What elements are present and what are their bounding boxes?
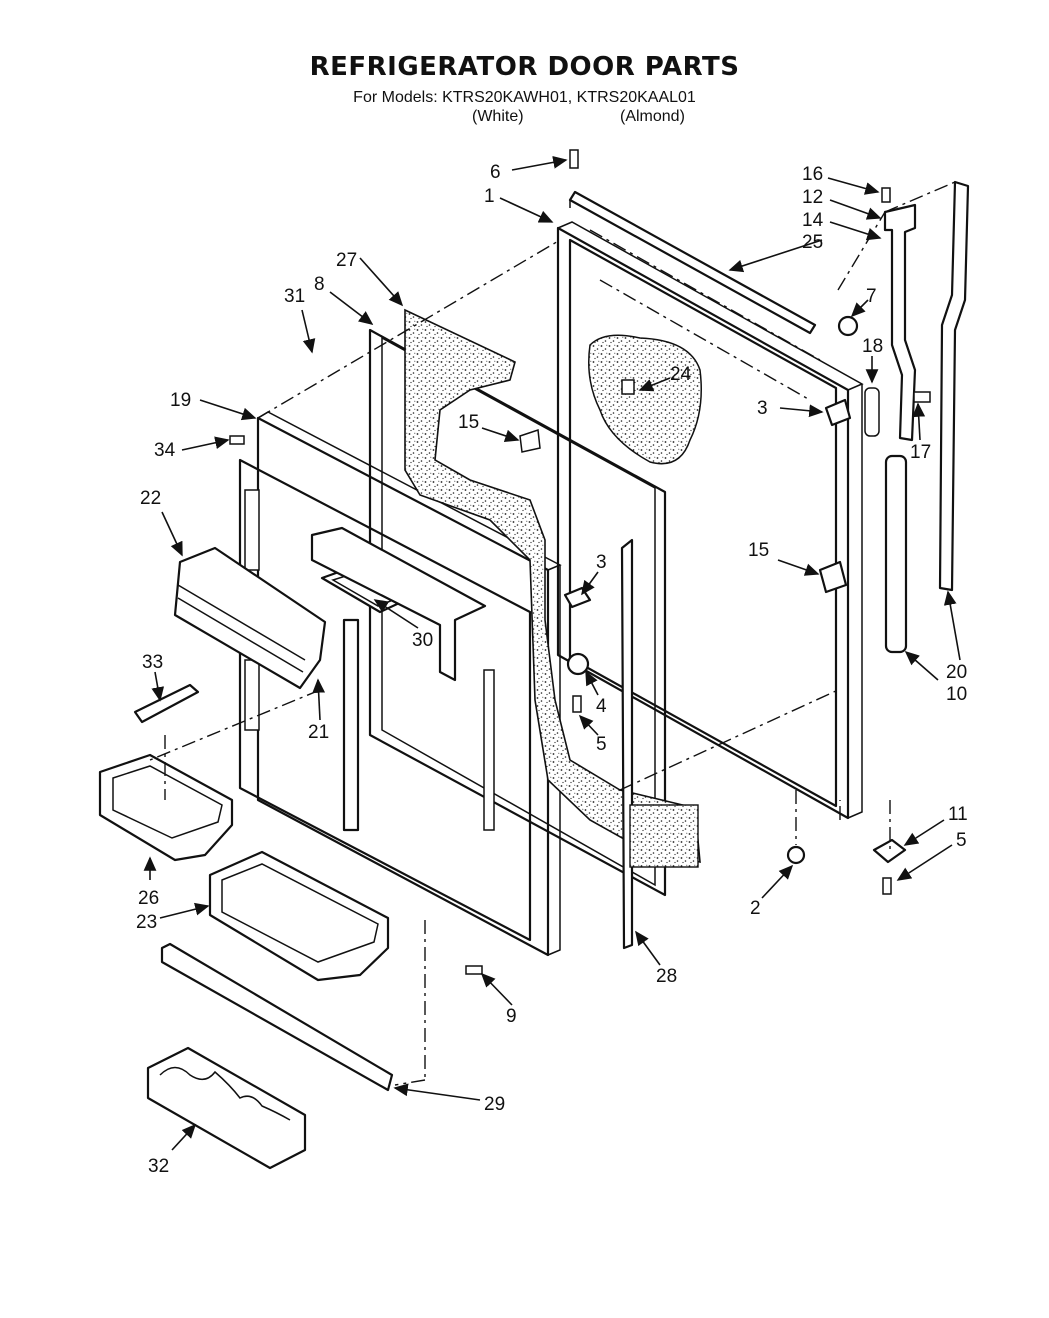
variant-white: (White) — [472, 108, 524, 125]
variant-almond: (Almond) — [620, 108, 685, 125]
callout-24: 24 — [670, 364, 692, 385]
panel-insulation-cutaway — [588, 334, 702, 465]
hinge-plate-15 — [818, 560, 848, 594]
callout-25: 25 — [802, 232, 823, 253]
callout-27: 27 — [336, 250, 357, 271]
callout-5-right: 5 — [956, 830, 967, 851]
egg-tray — [146, 1046, 307, 1170]
door-top-cap — [568, 190, 821, 361]
models-line: For Models: KTRS20KAWH01, KTRS20KAAL01 — [353, 89, 696, 106]
shelf-rails — [244, 489, 495, 832]
callout-21: 21 — [308, 722, 329, 743]
clip-15 — [519, 428, 541, 453]
callout-9: 9 — [506, 1006, 517, 1027]
callout-20: 20 — [946, 662, 967, 683]
hinge-11 — [872, 838, 907, 864]
callout-5-center: 5 — [596, 734, 607, 755]
door-bin-small — [98, 753, 234, 862]
callout-32: 32 — [148, 1156, 169, 1177]
callout-31: 31 — [284, 286, 305, 307]
callout-28: 28 — [656, 966, 677, 987]
callout-34: 34 — [154, 440, 176, 461]
callout-arrows — [143, 156, 961, 1151]
screw-6 — [569, 149, 579, 169]
callout-10: 10 — [946, 684, 967, 705]
handle-insert — [884, 454, 908, 654]
callout-33: 33 — [142, 652, 163, 673]
screw-34 — [229, 435, 245, 445]
panel-clip — [621, 379, 635, 395]
callout-26: 26 — [138, 888, 159, 909]
upper-dispenser-housing — [310, 526, 487, 682]
callout-11: 11 — [948, 804, 968, 825]
callout-16: 16 — [802, 164, 823, 185]
screw-9 — [465, 965, 483, 975]
callout-2: 2 — [750, 898, 761, 919]
door-stop-strip — [620, 538, 634, 950]
plug-7 — [837, 315, 859, 337]
outer-door-panel — [556, 221, 864, 820]
screw-5-lower — [882, 877, 892, 895]
callout-29: 29 — [484, 1094, 505, 1115]
hinge-plate-3 — [824, 398, 852, 427]
callout-8: 8 — [314, 274, 325, 295]
door-bin-large — [208, 850, 390, 982]
callout-17: 17 — [910, 442, 931, 463]
callout-15-left: 15 — [458, 412, 479, 433]
foam-pad-lower — [629, 804, 699, 868]
callout-14: 14 — [802, 210, 824, 231]
small-hardware — [229, 149, 931, 975]
callout-19: 19 — [170, 390, 191, 411]
screw-17 — [913, 391, 931, 403]
assembly-guide-lines — [149, 181, 956, 1086]
callout-22: 22 — [140, 488, 161, 509]
callout-labels: 6 1 16 12 14 25 7 18 17 3 24 15 15 20 10… — [136, 162, 968, 1177]
page-title: REFRIGERATOR DOOR PARTS — [309, 52, 740, 82]
callout-3-center: 3 — [596, 552, 607, 573]
screw-16 — [881, 187, 891, 203]
shelf-retainer-bar — [133, 683, 200, 724]
callout-7: 7 — [866, 286, 877, 307]
top-hinge-bracket — [883, 203, 917, 442]
callout-15-right: 15 — [748, 540, 769, 561]
callout-4: 4 — [596, 696, 607, 717]
door-handle-trim — [938, 180, 970, 592]
handle-cap-18 — [864, 387, 880, 437]
callout-12: 12 — [802, 187, 823, 208]
callout-1: 1 — [484, 186, 495, 207]
bottom-trim-bar — [160, 942, 394, 1092]
callout-3-right: 3 — [757, 398, 768, 419]
callout-30: 30 — [412, 630, 433, 651]
callout-18: 18 — [862, 336, 883, 357]
callout-6: 6 — [490, 162, 501, 183]
callout-23: 23 — [136, 912, 157, 933]
bushing-2 — [786, 845, 806, 865]
dairy-compartment — [173, 546, 327, 690]
